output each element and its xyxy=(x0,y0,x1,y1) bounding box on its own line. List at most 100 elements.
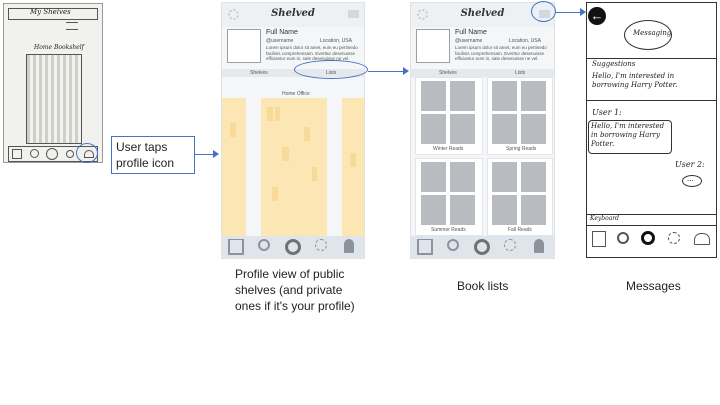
back-arrow-icon[interactable]: ← xyxy=(588,7,606,25)
book-cover xyxy=(450,81,475,111)
lists-screen: Shelved Full Name @username Location, US… xyxy=(410,2,555,259)
book-cover xyxy=(521,162,546,192)
book-cover xyxy=(450,195,475,225)
book-cover xyxy=(521,81,546,111)
home-icon[interactable] xyxy=(641,231,655,245)
user1-label: User 1: xyxy=(592,108,622,117)
full-name: Full Name xyxy=(266,29,298,36)
messaging-header: Messaging xyxy=(633,29,672,37)
connector-arrowhead xyxy=(213,150,219,158)
book xyxy=(275,107,280,121)
book xyxy=(230,123,236,137)
bookshelf-icon[interactable] xyxy=(417,239,433,255)
profile-caption: Profile view of public shelves (and priv… xyxy=(235,267,355,313)
sketch-home-icon[interactable] xyxy=(46,148,58,160)
search-icon[interactable] xyxy=(258,239,270,251)
search-icon[interactable] xyxy=(447,239,459,251)
book-cover xyxy=(521,195,546,225)
sketch-shelves-screen: My Shelves Home Bookshelf xyxy=(3,3,103,163)
keyboard-divider xyxy=(587,214,717,215)
suggestion-text[interactable]: Hello, I'm interested in borrowing Harry… xyxy=(592,72,678,89)
shelf-left[interactable] xyxy=(222,98,246,238)
sketch-subtitle: Home Bookshelf xyxy=(34,44,84,51)
list-title: Winter Reads xyxy=(433,146,464,152)
home-icon[interactable] xyxy=(474,239,490,255)
sketch-bookshelf xyxy=(26,54,82,144)
lists-caption: Book lists xyxy=(457,279,509,293)
user2-message: ... xyxy=(687,175,694,183)
share-icon[interactable] xyxy=(504,239,516,251)
message-bubble-user2 xyxy=(682,175,702,187)
book-cover xyxy=(421,162,446,192)
book-cover xyxy=(421,114,446,144)
sketch-tab-bar xyxy=(587,225,717,257)
suggestion-label: Suggestions xyxy=(592,60,636,68)
mail-icon[interactable] xyxy=(348,10,359,18)
sketch-shelves-icon[interactable] xyxy=(12,149,22,159)
sketch-search-icon[interactable] xyxy=(30,149,39,158)
book xyxy=(267,107,273,121)
book-cover xyxy=(450,162,475,192)
profile-screen: Shelved Full Name @username Location, US… xyxy=(221,2,365,259)
shelf-right[interactable] xyxy=(342,98,364,238)
gear-icon[interactable] xyxy=(228,9,239,20)
book-cover xyxy=(492,81,517,111)
messaging-bubble xyxy=(624,20,672,50)
user2-label: User 2: xyxy=(675,160,705,169)
keyboard-label: Keyboard xyxy=(590,215,620,222)
book-cover xyxy=(492,162,517,192)
callout-box xyxy=(111,136,195,174)
avatar xyxy=(227,29,261,63)
sketch-title: My Shelves xyxy=(30,8,71,16)
connector-line xyxy=(195,154,214,155)
share-icon[interactable] xyxy=(315,239,327,251)
connector-arrowhead xyxy=(403,67,409,75)
bottom-tab-bar xyxy=(411,236,554,258)
sketch-share-icon[interactable] xyxy=(66,150,74,158)
location: Location, USA xyxy=(509,38,541,44)
profile-icon[interactable] xyxy=(344,239,354,253)
sketch-menu-icon xyxy=(66,22,78,30)
bottom-tab-bar xyxy=(222,236,364,258)
book xyxy=(282,147,289,161)
list-title: Summer Reads xyxy=(431,227,466,233)
avatar xyxy=(416,29,450,63)
search-icon[interactable] xyxy=(617,232,629,244)
book-cover xyxy=(492,114,517,144)
bio-text: Lorem ipsum dolor sit amet, eum eu perti… xyxy=(266,45,358,61)
book-cover xyxy=(421,81,446,111)
user1-message: Hello, I'm interested in borrowing Harry… xyxy=(591,122,665,148)
book xyxy=(312,167,317,181)
tab-shelves[interactable]: Shelves xyxy=(250,70,268,76)
list-title: Fall Reads xyxy=(508,227,532,233)
bookshelf-icon[interactable] xyxy=(592,231,606,247)
book-cover xyxy=(521,114,546,144)
location: Location, USA xyxy=(320,38,352,44)
share-icon[interactable] xyxy=(668,232,680,244)
app-title: Shelved xyxy=(460,8,505,19)
book xyxy=(350,153,356,167)
gear-icon[interactable] xyxy=(417,9,428,20)
message-bubble-user1 xyxy=(588,120,672,154)
tab-shelves[interactable]: Shelves xyxy=(439,70,457,76)
profile-icon-highlight xyxy=(76,143,98,163)
messages-caption: Messages xyxy=(626,279,681,293)
tab-lists[interactable]: Lists xyxy=(515,70,526,76)
home-icon[interactable] xyxy=(285,239,301,255)
book-cover xyxy=(421,195,446,225)
suggestion-divider xyxy=(587,58,717,59)
bookshelf-icon[interactable] xyxy=(228,239,244,255)
connector-arrowhead xyxy=(580,8,586,16)
app-title: Shelved xyxy=(271,8,315,19)
profile-icon[interactable] xyxy=(534,239,544,253)
profile-icon[interactable] xyxy=(694,233,710,245)
mail-icon-highlight xyxy=(531,1,556,22)
app-bar: Shelved xyxy=(222,3,364,27)
book xyxy=(272,187,278,201)
book-cover xyxy=(492,195,517,225)
tab-strip xyxy=(222,69,364,77)
book xyxy=(304,127,310,141)
username: @username xyxy=(266,38,294,44)
username: @username xyxy=(455,38,483,44)
tab-strip xyxy=(411,69,554,77)
